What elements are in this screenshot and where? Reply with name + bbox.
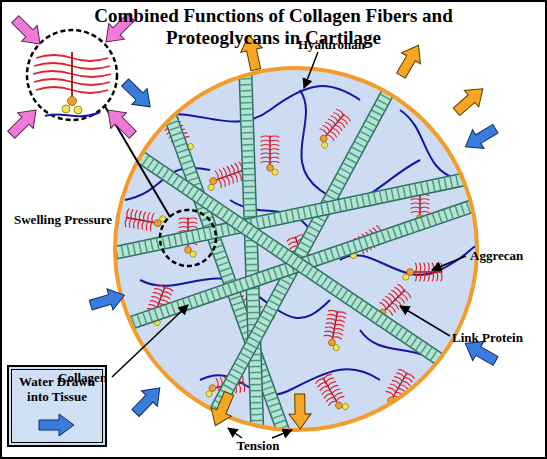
aggrecan [315,373,351,417]
tension-arrow [391,40,428,81]
leader-line [304,52,318,88]
part-label: Hyaluronan [298,37,388,52]
inset-circle [27,30,117,120]
water-arrow [117,75,157,115]
tension-arrow [205,389,239,430]
aggrecan-molecules [124,108,442,417]
tension-arrow [289,394,312,429]
aggrecan [321,309,346,351]
inset-aggrecan [33,52,111,116]
leader-line [272,430,292,438]
aggrecan [312,108,352,150]
part-label: Link Protein [452,330,544,345]
water-arrow [88,285,128,316]
legend-box [8,366,106,446]
pressure-arrow [7,11,47,51]
collagen-fibers [110,60,490,450]
leader-line [400,306,450,336]
legend-entry: Water Drawn into Tissue [12,374,102,404]
legend-arrow-sample [39,414,74,436]
legend-frame [8,366,106,446]
part-label: Aggrecan [470,248,545,263]
leader-line [432,256,466,270]
collagen-fiber [245,60,258,450]
leader-lines [112,52,466,438]
matrix-contents [110,60,490,450]
focus-circle [160,210,216,266]
aggrecan [403,263,443,282]
legend-text: Water Drawn into Tissue [12,374,102,404]
pressure-arrow [100,102,140,142]
water-arrow [460,119,501,156]
force-label: Swelling Pressure [14,212,154,227]
aggrecan [203,161,247,192]
swelling-arrows [3,9,140,142]
hyaluronan-strand [400,110,460,180]
tension-arrow [449,81,490,121]
collagen-fiber [130,150,470,380]
aggrecan [124,208,166,233]
diagram-title: Combined Functions of Collagen Fibers an… [83,5,464,49]
matrix-outline [115,68,477,430]
pressure-arrow [3,102,43,142]
collagen-fiber [200,70,400,440]
water-arrow [128,380,168,420]
tension-arrows [205,33,490,430]
force-label: Tension [226,438,290,453]
leader-line [228,428,242,438]
leader-line [112,305,188,377]
hyaluronan-strand [150,86,360,122]
water-arrows [88,75,501,421]
legend-inner-frame [12,370,103,443]
aggrecan [261,136,280,176]
